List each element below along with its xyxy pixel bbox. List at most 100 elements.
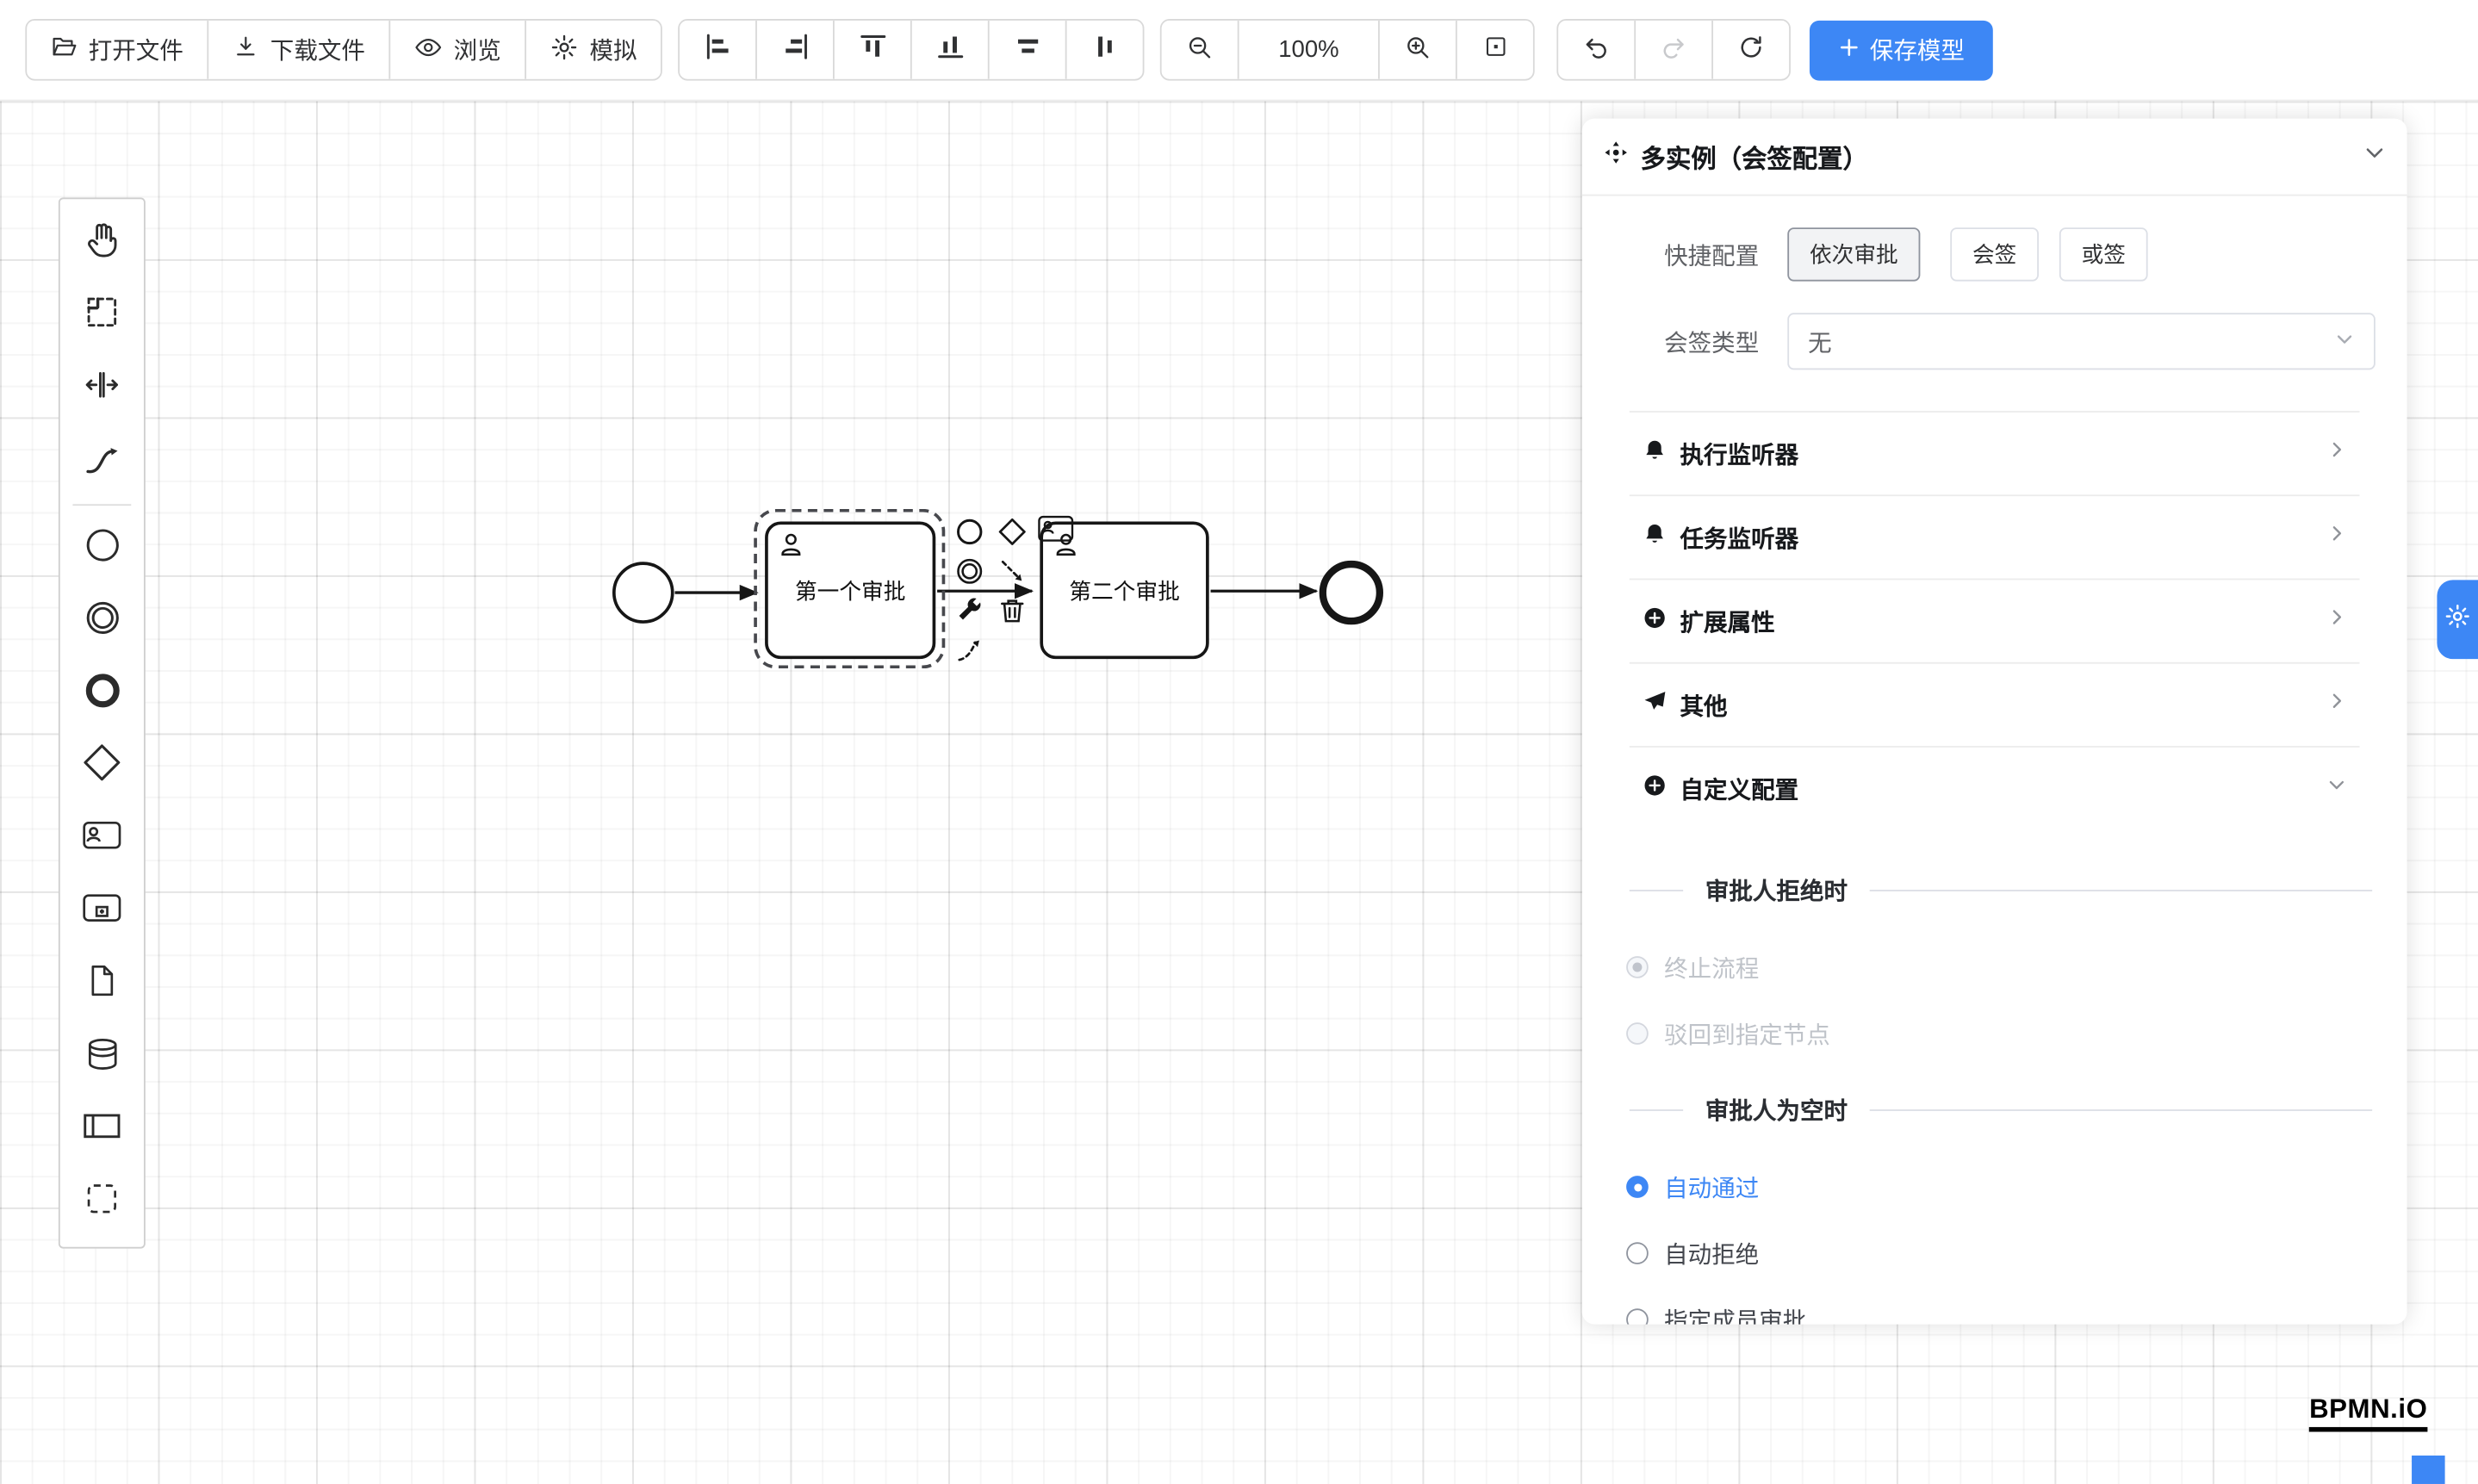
reject-divider: 审批人拒绝时: [1630, 874, 2372, 908]
align-right-button[interactable]: [755, 20, 834, 79]
align-top-button[interactable]: [833, 20, 911, 79]
connect-arrow-icon[interactable]: [997, 556, 1028, 587]
create-subprocess[interactable]: [65, 876, 138, 948]
create-group[interactable]: [65, 1166, 138, 1239]
preview-button[interactable]: 浏览: [388, 20, 525, 79]
radio-label: 自动拒绝: [1664, 1241, 1760, 1269]
radio-icon: [1626, 1308, 1649, 1325]
radio-auto-reject[interactable]: 自动拒绝: [1626, 1231, 2376, 1275]
chip-or-sign[interactable]: 或签: [2059, 227, 2148, 282]
align-center-vertical-button[interactable]: [1065, 20, 1143, 79]
zoom-in-icon: [1404, 33, 1432, 67]
save-model-button[interactable]: 保存模型: [1810, 19, 1993, 80]
download-file-button[interactable]: 下载文件: [207, 20, 389, 79]
append-gateway-icon[interactable]: [997, 517, 1028, 547]
start-event-shape[interactable]: [612, 562, 674, 624]
trash-icon[interactable]: [997, 596, 1028, 626]
lasso-tool-icon: [82, 292, 121, 339]
append-intermediate-event-icon[interactable]: [954, 556, 984, 587]
create-end-event[interactable]: [65, 657, 138, 730]
corner-accent: [2412, 1455, 2445, 1484]
chip-sequential-approval[interactable]: 依次审批: [1787, 227, 1921, 282]
open-file-label: 打开文件: [88, 38, 183, 65]
multi-type-select[interactable]: 无: [1787, 313, 2376, 370]
user-task-1[interactable]: 第一个审批: [765, 521, 936, 660]
bell-icon: [1642, 521, 1667, 555]
user-task-2[interactable]: 第二个审批: [1040, 521, 1209, 660]
radio-label: 自动通过: [1664, 1175, 1760, 1202]
end-event-shape[interactable]: [1319, 560, 1383, 625]
align-bottom-icon: [935, 32, 965, 68]
create-start-event[interactable]: [65, 512, 138, 585]
radio-label: 驳回到指定节点: [1664, 1021, 1830, 1049]
multi-type-row: 会签类型 无: [1613, 313, 2376, 370]
data-object-icon: [82, 961, 121, 1009]
simulate-icon: [550, 33, 579, 67]
create-gateway[interactable]: [65, 730, 138, 803]
global-connect-tool[interactable]: [65, 425, 138, 498]
align-center-horizontal-button[interactable]: [987, 20, 1065, 79]
panel-toggle-tab[interactable]: [2437, 580, 2478, 660]
chevron-down-icon: [2334, 328, 2355, 355]
task-label: 第二个审批: [1069, 577, 1180, 604]
radio-assign-member[interactable]: 指定成员审批: [1626, 1297, 2376, 1325]
create-data-store[interactable]: [65, 1021, 138, 1093]
section-extension-properties[interactable]: 扩展属性: [1629, 580, 2360, 664]
palette: [58, 197, 146, 1249]
wrench-icon[interactable]: [954, 596, 984, 626]
create-intermediate-event[interactable]: [65, 585, 138, 657]
promotion-icon: [1642, 688, 1667, 722]
gear-icon: [2444, 601, 2472, 637]
hand-tool[interactable]: [65, 207, 138, 279]
append-user-task-icon[interactable]: [1037, 513, 1075, 555]
simulate-button[interactable]: 模拟: [525, 20, 661, 79]
radio-return-to-node[interactable]: 驳回到指定节点: [1626, 1011, 2376, 1055]
section-label: 执行监听器: [1680, 441, 1799, 469]
text-annotation-icon[interactable]: [954, 636, 984, 666]
section-custom-config[interactable]: 自定义配置: [1630, 748, 2360, 829]
chip-countersign[interactable]: 会签: [1950, 227, 2040, 282]
section-task-listener[interactable]: 任务监听器: [1629, 496, 2360, 581]
plus-icon: [1838, 35, 1860, 64]
redo-button[interactable]: [1634, 20, 1712, 79]
radio-terminate-process[interactable]: 终止流程: [1626, 945, 2376, 989]
lasso-tool[interactable]: [65, 280, 138, 352]
create-data-object[interactable]: [65, 948, 138, 1021]
bpmn-io-logo[interactable]: BPMN.iO: [2309, 1394, 2428, 1432]
section-other[interactable]: 其他: [1629, 664, 2360, 748]
group-icon: [82, 1179, 121, 1226]
refresh-button[interactable]: [1711, 20, 1790, 79]
intermediate-event-icon: [81, 597, 122, 646]
empty-divider: 审批人为空时: [1630, 1094, 2372, 1127]
zoom-in-button[interactable]: [1378, 20, 1456, 79]
create-participant[interactable]: [65, 1094, 138, 1166]
chevron-right-icon: [2326, 607, 2347, 636]
create-user-task[interactable]: [65, 803, 138, 875]
radio-icon: [1626, 1176, 1649, 1198]
palette-separator: [72, 504, 132, 506]
zoom-out-button[interactable]: [1161, 20, 1238, 79]
section-execution-listener[interactable]: 执行监听器: [1629, 413, 2360, 497]
radio-auto-pass[interactable]: 自动通过: [1626, 1164, 2376, 1208]
fit-viewport-button[interactable]: [1456, 20, 1533, 79]
radio-icon: [1626, 1242, 1649, 1264]
append-end-event-icon[interactable]: [954, 517, 984, 547]
start-event-icon: [81, 524, 122, 573]
open-file-button[interactable]: 打开文件: [27, 20, 208, 79]
panel-header[interactable]: 多实例（会签配置）: [1581, 119, 2407, 196]
space-tool[interactable]: [65, 352, 138, 425]
download-file-label: 下载文件: [270, 38, 365, 65]
refresh-icon: [1737, 33, 1766, 67]
align-left-button[interactable]: [680, 20, 756, 79]
task-label: 第一个审批: [794, 577, 906, 604]
align-bottom-button[interactable]: [910, 20, 988, 79]
file-button-group: 打开文件 下载文件 浏览 模拟: [25, 19, 662, 81]
align-center-horizontal-icon: [1012, 32, 1042, 68]
undo-button[interactable]: [1558, 20, 1635, 79]
global-connect-icon: [82, 438, 121, 485]
fit-viewport-icon: [1481, 34, 1508, 67]
toolbar: 打开文件 下载文件 浏览 模拟 100%: [0, 0, 2478, 102]
section-label: 自定义配置: [1680, 776, 1799, 804]
